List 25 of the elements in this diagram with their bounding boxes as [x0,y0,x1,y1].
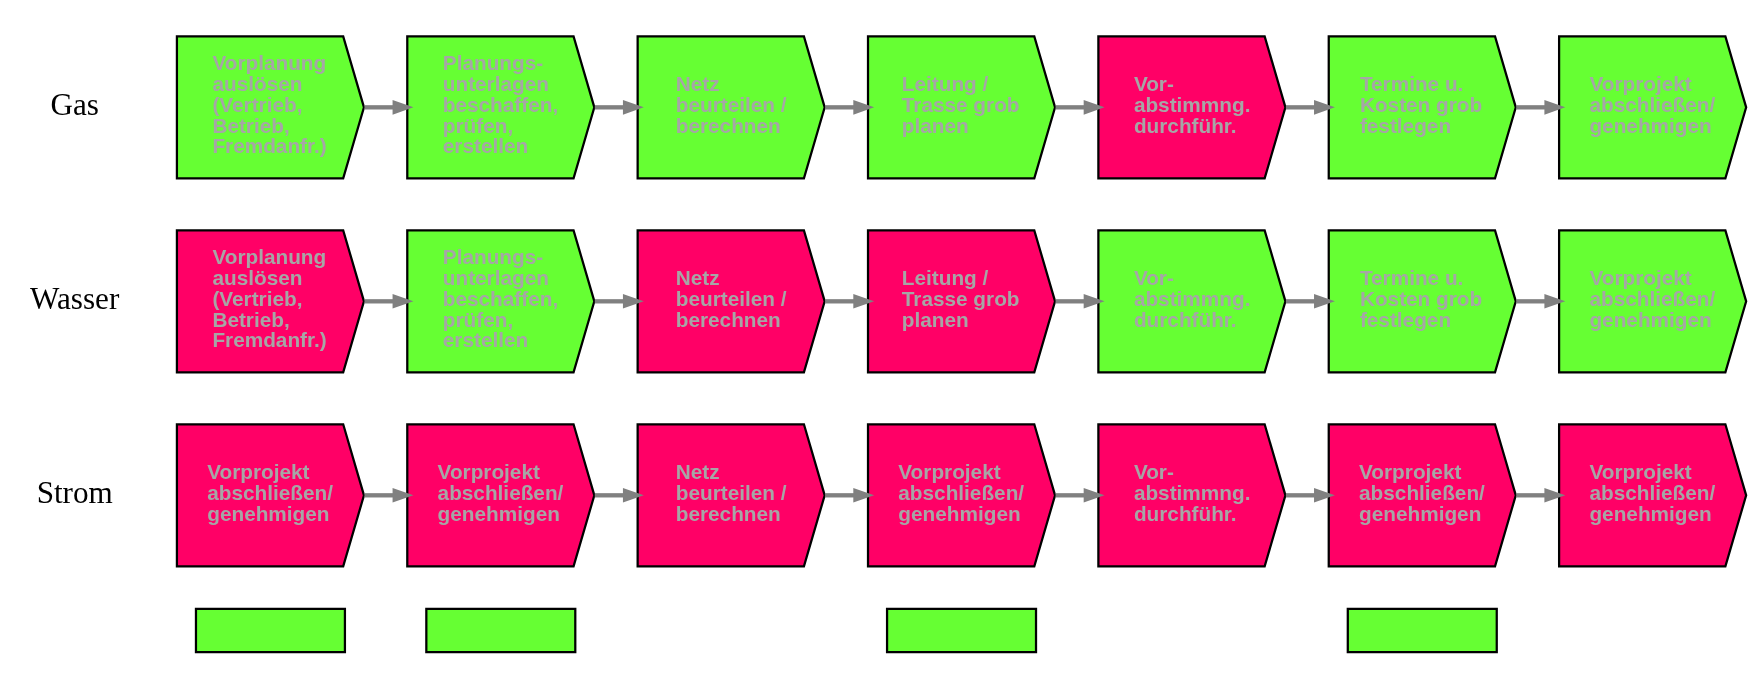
arrow [825,488,875,503]
node-box [194,607,347,654]
arrow [594,100,644,115]
arrow [594,488,644,503]
arrow [1516,294,1566,309]
node-box [1346,607,1498,654]
arrow [1055,488,1105,503]
label: Wasser [30,280,120,316]
arrow [1516,488,1566,503]
arrow [364,294,414,309]
arrow [364,100,414,115]
arrow [825,100,875,115]
arrow [825,294,875,309]
arrow [364,488,414,503]
arrow [1055,294,1105,309]
arrow [1285,100,1335,115]
arrow [1285,488,1335,503]
node-box [885,607,1038,654]
arrow [594,294,644,309]
arrow [1516,100,1566,115]
label: Gas [50,86,99,122]
arrow [1055,100,1105,115]
node-box [425,607,577,654]
label: Strom [36,474,113,510]
arrow [1285,294,1335,309]
